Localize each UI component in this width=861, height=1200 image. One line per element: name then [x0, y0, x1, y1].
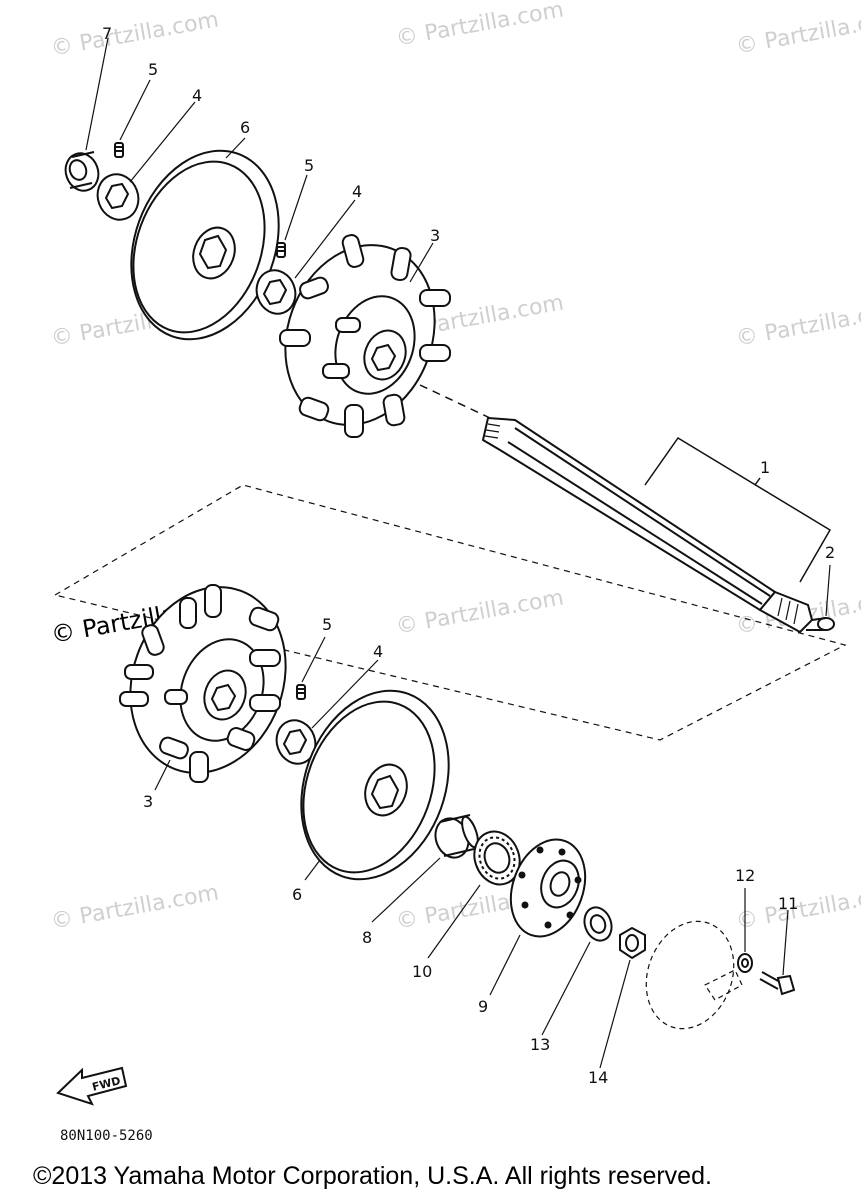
part-4-collar: [255, 269, 297, 315]
callout-4: 4: [192, 86, 203, 105]
part-8-sleeve: [434, 814, 479, 859]
part-4-collar: [275, 719, 317, 765]
callout-6: 6: [292, 885, 303, 904]
part-7-ring: [64, 151, 100, 192]
callout-bracket: [644, 436, 832, 583]
callout-10: 10: [412, 962, 433, 981]
part-9-flange: [509, 838, 587, 938]
callout-3: 3: [143, 792, 154, 811]
part-11-bolt: [759, 971, 796, 996]
part-5-screw: [296, 684, 306, 700]
part-6-wheel: [130, 149, 280, 341]
part-4-collar: [96, 173, 140, 221]
callout-11: 11: [778, 894, 799, 913]
callout-8: 8: [362, 928, 373, 947]
part-5-screw: [114, 142, 124, 158]
callout-4: 4: [352, 182, 363, 201]
callout-5: 5: [148, 60, 159, 79]
drawing-code: 80N100-5260: [60, 1128, 153, 1144]
callout-3: 3: [430, 226, 441, 245]
leader-lines: [85, 37, 831, 1069]
part-1-shaft: [481, 416, 835, 634]
callout-13: 13: [530, 1035, 551, 1054]
fwd-arrow-icon: FWD: [56, 1066, 128, 1106]
callout-5: 5: [322, 615, 333, 634]
part-3-sprocket: [279, 234, 451, 438]
assembly-axis-line: [419, 384, 491, 419]
part-6-wheel: [300, 689, 450, 881]
callout-1: 1: [760, 458, 771, 477]
part-12-washer: [737, 953, 753, 973]
callout-5: 5: [304, 156, 315, 175]
callout-7: 7: [102, 24, 113, 43]
assembly-enclosure: [53, 484, 847, 741]
part-10-bearing: [473, 830, 521, 886]
part-5-screw: [276, 242, 286, 258]
callout-14: 14: [588, 1068, 609, 1087]
callout-2: 2: [825, 543, 836, 562]
copyright-notice: ©2013 Yamaha Motor Corporation, U.S.A. A…: [33, 1162, 712, 1190]
callout-12: 12: [735, 866, 756, 885]
housing-outline: [645, 920, 743, 1030]
part-14-nut: [619, 926, 646, 960]
callout-6: 6: [240, 118, 251, 137]
callout-4: 4: [373, 642, 384, 661]
callout-9: 9: [478, 997, 489, 1016]
part-3-sprocket: [119, 584, 287, 783]
part-13-washer: [583, 906, 613, 942]
